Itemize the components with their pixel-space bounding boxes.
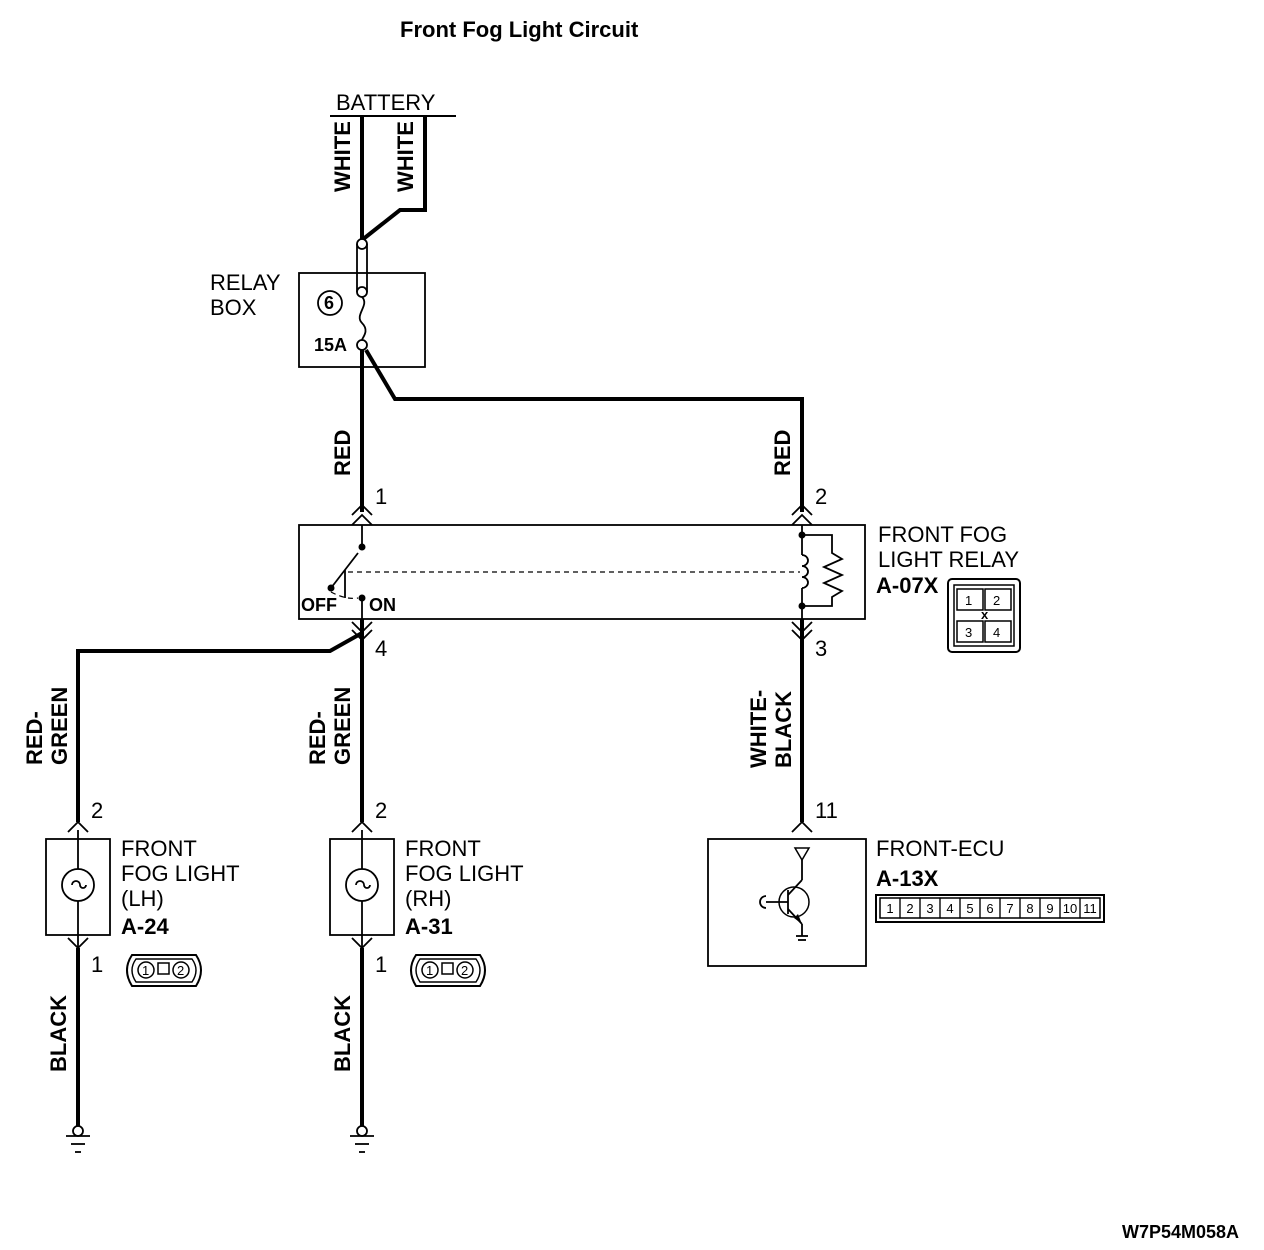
fog-rh-pin-2: 2 xyxy=(375,798,387,823)
red-green-wire-lh xyxy=(76,631,363,822)
fog-rh-code: A-31 xyxy=(405,914,453,939)
ecu-connector-pin: 8 xyxy=(1026,901,1033,916)
figure-code: W7P54M058A xyxy=(1122,1222,1239,1242)
ecu-code: A-13X xyxy=(876,866,939,891)
fog-lh-label-1: FRONT xyxy=(121,836,197,861)
front-ecu-box xyxy=(707,838,867,967)
fuse-symbol xyxy=(356,238,368,351)
ecu-connector-cell xyxy=(1079,897,1101,919)
relay-switch xyxy=(327,525,800,619)
fog-rh-label-3: (RH) xyxy=(405,886,451,911)
ecu-connector-pin: 2 xyxy=(906,901,913,916)
wire-color-red-left: RED xyxy=(330,430,355,476)
wire-color-black-rh: BLACK xyxy=(330,995,355,1072)
relay-coil xyxy=(798,525,845,619)
fog-rh-label-1: FRONT xyxy=(405,836,481,861)
ground-icon-lh xyxy=(66,1125,90,1153)
wire-color-red-green-lh-1: RED- xyxy=(22,711,47,765)
fog-rh-bulb-icon xyxy=(345,830,379,948)
relay-on-label: ON xyxy=(369,595,396,615)
red-wire-right xyxy=(364,348,804,512)
ecu-connector-pin: 3 xyxy=(926,901,933,916)
fog-lh-connector-pin-1: 1 xyxy=(142,963,149,978)
ecu-connector-pin: 5 xyxy=(966,901,973,916)
ground-icon-rh xyxy=(350,1125,374,1153)
fog-lh-pin-1: 1 xyxy=(91,952,103,977)
relay-pin-4: 4 xyxy=(375,636,387,661)
fog-rh-connector-icon xyxy=(410,954,486,987)
fog-rh-pin-1: 1 xyxy=(375,952,387,977)
relay-label-2: LIGHT RELAY xyxy=(878,547,1019,572)
relay-connector-icon: x xyxy=(947,578,1021,653)
wire-color-red-right: RED xyxy=(770,430,795,476)
fog-lh-connector-icon xyxy=(126,954,202,987)
svg-text:x: x xyxy=(981,607,989,622)
ecu-connector-pin: 10 xyxy=(1063,901,1077,916)
wire-color-red-green-rh-1: RED- xyxy=(305,711,330,765)
fog-rh-connector-pin-2: 2 xyxy=(461,963,468,978)
white-wire-right xyxy=(360,116,427,242)
front-fog-light-relay-box xyxy=(298,524,866,620)
ecu-connector-pin: 1 xyxy=(886,901,893,916)
relay-box-label-2: BOX xyxy=(210,295,257,320)
relay-pin-3: 3 xyxy=(815,636,827,661)
fog-rh-label-2: FOG LIGHT xyxy=(405,861,524,886)
ecu-name: FRONT-ECU xyxy=(876,836,1004,861)
wire-color-black-lh: BLACK xyxy=(46,995,71,1072)
wire-color-red-green-rh-2: GREEN xyxy=(330,687,355,765)
relay-label-1: FRONT FOG xyxy=(878,522,1007,547)
relay-connector-pin-2: 2 xyxy=(993,593,1000,608)
diagram-title: Front Fog Light Circuit xyxy=(400,17,639,42)
relay-code: A-07X xyxy=(876,573,939,598)
ecu-connector-pin: 4 xyxy=(946,901,953,916)
relay-pin-1: 1 xyxy=(375,484,387,509)
relay-connector-pin-3: 3 xyxy=(965,625,972,640)
fog-lh-pin-2: 2 xyxy=(91,798,103,823)
wire-color-white-black-1: WHITE- xyxy=(746,690,771,768)
wire-color-white-left: WHITE xyxy=(330,121,355,192)
fog-lh-label-3: (LH) xyxy=(121,886,164,911)
wire-color-red-green-lh-2: GREEN xyxy=(47,687,72,765)
ecu-transistor-icon xyxy=(759,847,811,941)
fog-lh-bulb-icon xyxy=(61,830,95,948)
wire-color-white-black-2: BLACK xyxy=(771,691,796,768)
fog-lh-label-2: FOG LIGHT xyxy=(121,861,240,886)
ecu-connector-pin: 9 xyxy=(1046,901,1053,916)
battery-label: BATTERY xyxy=(336,90,436,115)
fog-lh-connector-pin-2: 2 xyxy=(177,963,184,978)
fog-lh-code: A-24 xyxy=(121,914,169,939)
relay-off-label: OFF xyxy=(301,595,337,615)
ecu-connector-pin: 7 xyxy=(1006,901,1013,916)
relay-box-label-1: RELAY xyxy=(210,270,281,295)
fuse-number: 6 xyxy=(324,293,334,313)
fuse-number-circle xyxy=(317,290,343,316)
ecu-connector-pin: 6 xyxy=(986,901,993,916)
ecu-connector-pin: 11 xyxy=(1083,901,1097,916)
fog-rh-connector-pin-1: 1 xyxy=(426,963,433,978)
relay-connector-pin-1: 1 xyxy=(965,593,972,608)
relay-pin-2: 2 xyxy=(815,484,827,509)
wire-color-white-right: WHITE xyxy=(393,121,418,192)
relay-connector-pin-4: 4 xyxy=(993,625,1000,640)
ecu-pin-11: 11 xyxy=(815,798,838,823)
fuse-rating: 15A xyxy=(314,335,347,355)
